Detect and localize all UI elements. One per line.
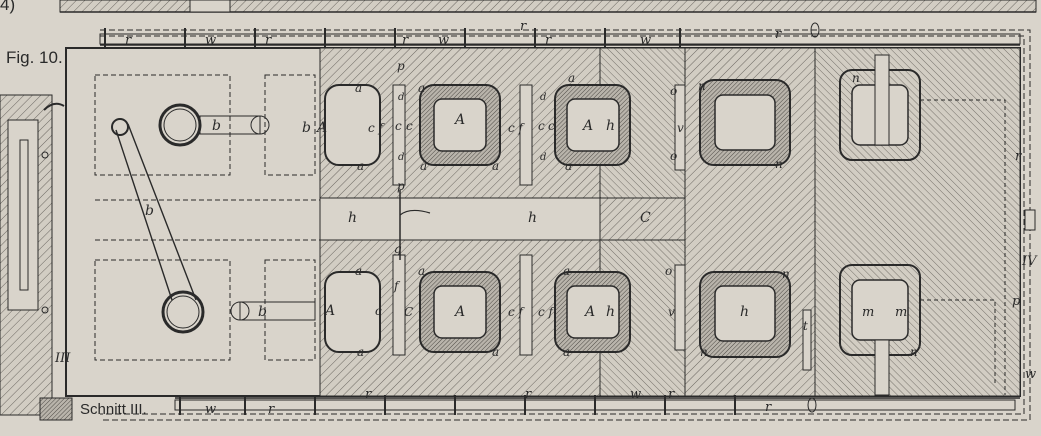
side-mark: IV xyxy=(1021,254,1038,269)
fan-top xyxy=(111,103,270,147)
label-c-1: c xyxy=(395,119,402,133)
label-b-2: b xyxy=(302,120,311,136)
label-n-5: n xyxy=(852,71,860,85)
label-g: g xyxy=(394,242,402,256)
label-a-12: a xyxy=(563,264,570,278)
retorts-bottom xyxy=(324,264,921,396)
label-m-1: m xyxy=(862,305,874,320)
label-c-2: c xyxy=(406,119,413,133)
label-A-2: A xyxy=(453,112,465,128)
furnace-zone xyxy=(94,74,320,361)
label-o-3: o xyxy=(665,264,672,278)
label-n-4: n xyxy=(700,345,708,359)
label-a-8: a xyxy=(355,264,362,278)
label-w-3: w xyxy=(640,33,651,48)
label-a-3: a xyxy=(357,159,364,173)
label-A-4: A xyxy=(323,303,335,319)
label-cf-4: c f xyxy=(538,305,556,319)
label-r-7: r xyxy=(268,402,275,417)
valve-columns xyxy=(392,84,812,371)
section-mark: III xyxy=(54,351,71,366)
label-cf-1: c f xyxy=(368,121,386,135)
label-r-9: r xyxy=(525,387,532,402)
label-d-1: d xyxy=(398,92,404,103)
label-r-11: r xyxy=(765,400,772,415)
retorts-top xyxy=(324,54,921,166)
label-r-12: r xyxy=(1015,149,1022,164)
label-d-4: d xyxy=(540,152,546,163)
label-b-4: b xyxy=(258,304,267,320)
label-c-5: c xyxy=(375,304,382,318)
page-ref: 4) xyxy=(0,0,15,14)
label-a-5: a xyxy=(492,159,499,173)
label-w-6: w xyxy=(1025,367,1036,382)
label-a-7: a xyxy=(565,159,572,173)
label-p-3: p xyxy=(1012,294,1021,309)
label-t: t xyxy=(803,319,808,333)
label-cf-2: c f xyxy=(508,121,526,135)
belt xyxy=(115,123,197,301)
section-label: Schnitt III. xyxy=(80,401,147,418)
label-w-4: w xyxy=(205,402,216,417)
label-r-3: r xyxy=(402,33,409,48)
label-n-3: n xyxy=(782,267,790,281)
label-A-6: A xyxy=(583,304,595,320)
label-h-1: h xyxy=(348,210,357,226)
label-a-6: a xyxy=(568,71,575,85)
label-a-13: a xyxy=(563,345,570,359)
label-a-10: a xyxy=(357,345,364,359)
pipe-rails xyxy=(99,22,1021,415)
label-A-5: A xyxy=(453,304,465,320)
label-r-5: r xyxy=(520,19,527,34)
label-o-1: o xyxy=(670,84,677,98)
label-m-2: m xyxy=(895,305,907,320)
label-a-4: a xyxy=(420,159,427,173)
label-r-2: r xyxy=(265,33,272,48)
label-r-4: r xyxy=(545,33,552,48)
label-h-3: h xyxy=(606,118,615,134)
label-p-2: p xyxy=(397,179,405,193)
label-a-11: a xyxy=(492,345,499,359)
label-n-1: n xyxy=(698,79,706,93)
label-c-3: c xyxy=(538,119,545,133)
label-n-2: n xyxy=(775,157,783,171)
label-C-1: C xyxy=(404,305,413,319)
label-C-2: C xyxy=(640,210,651,226)
label-f-1: f xyxy=(393,279,401,293)
label-A-1: A xyxy=(315,120,327,136)
fan-bottom xyxy=(161,290,316,334)
label-cf-3: c f xyxy=(508,305,526,319)
label-d-2: d xyxy=(398,152,404,163)
top-strip xyxy=(59,0,1037,13)
label-r-8: r xyxy=(365,387,372,402)
label-w-1: w xyxy=(205,33,216,48)
label-a-2: a xyxy=(418,81,425,95)
label-h-4: h xyxy=(606,304,615,320)
label-a-9: a xyxy=(418,264,425,278)
label-d-3: d xyxy=(540,92,546,103)
label-h-2: h xyxy=(528,210,537,226)
label-r-6: r xyxy=(775,27,782,42)
label-c-4: c xyxy=(548,119,555,133)
label-A-3: A xyxy=(581,118,593,134)
stamp-swatch xyxy=(39,397,73,421)
fig-label: Fig. 10. xyxy=(6,48,63,67)
left-partial-drawing xyxy=(0,94,65,416)
label-b-3: b xyxy=(145,203,154,219)
label-w-2: w xyxy=(438,33,449,48)
label-r-1: r xyxy=(125,33,132,48)
label-v-1: v xyxy=(677,121,684,135)
label-n-6: n xyxy=(910,345,918,359)
label-p-1: p xyxy=(397,59,405,73)
label-a-1: a xyxy=(355,81,362,95)
label-o-2: o xyxy=(670,149,677,163)
label-r-10: r xyxy=(668,387,675,402)
right-piping xyxy=(920,99,1036,395)
label-b-1: b xyxy=(212,118,221,134)
label-h-5: h xyxy=(740,304,749,320)
label-v-2: v xyxy=(668,305,675,319)
label-w-5: w xyxy=(630,387,641,402)
